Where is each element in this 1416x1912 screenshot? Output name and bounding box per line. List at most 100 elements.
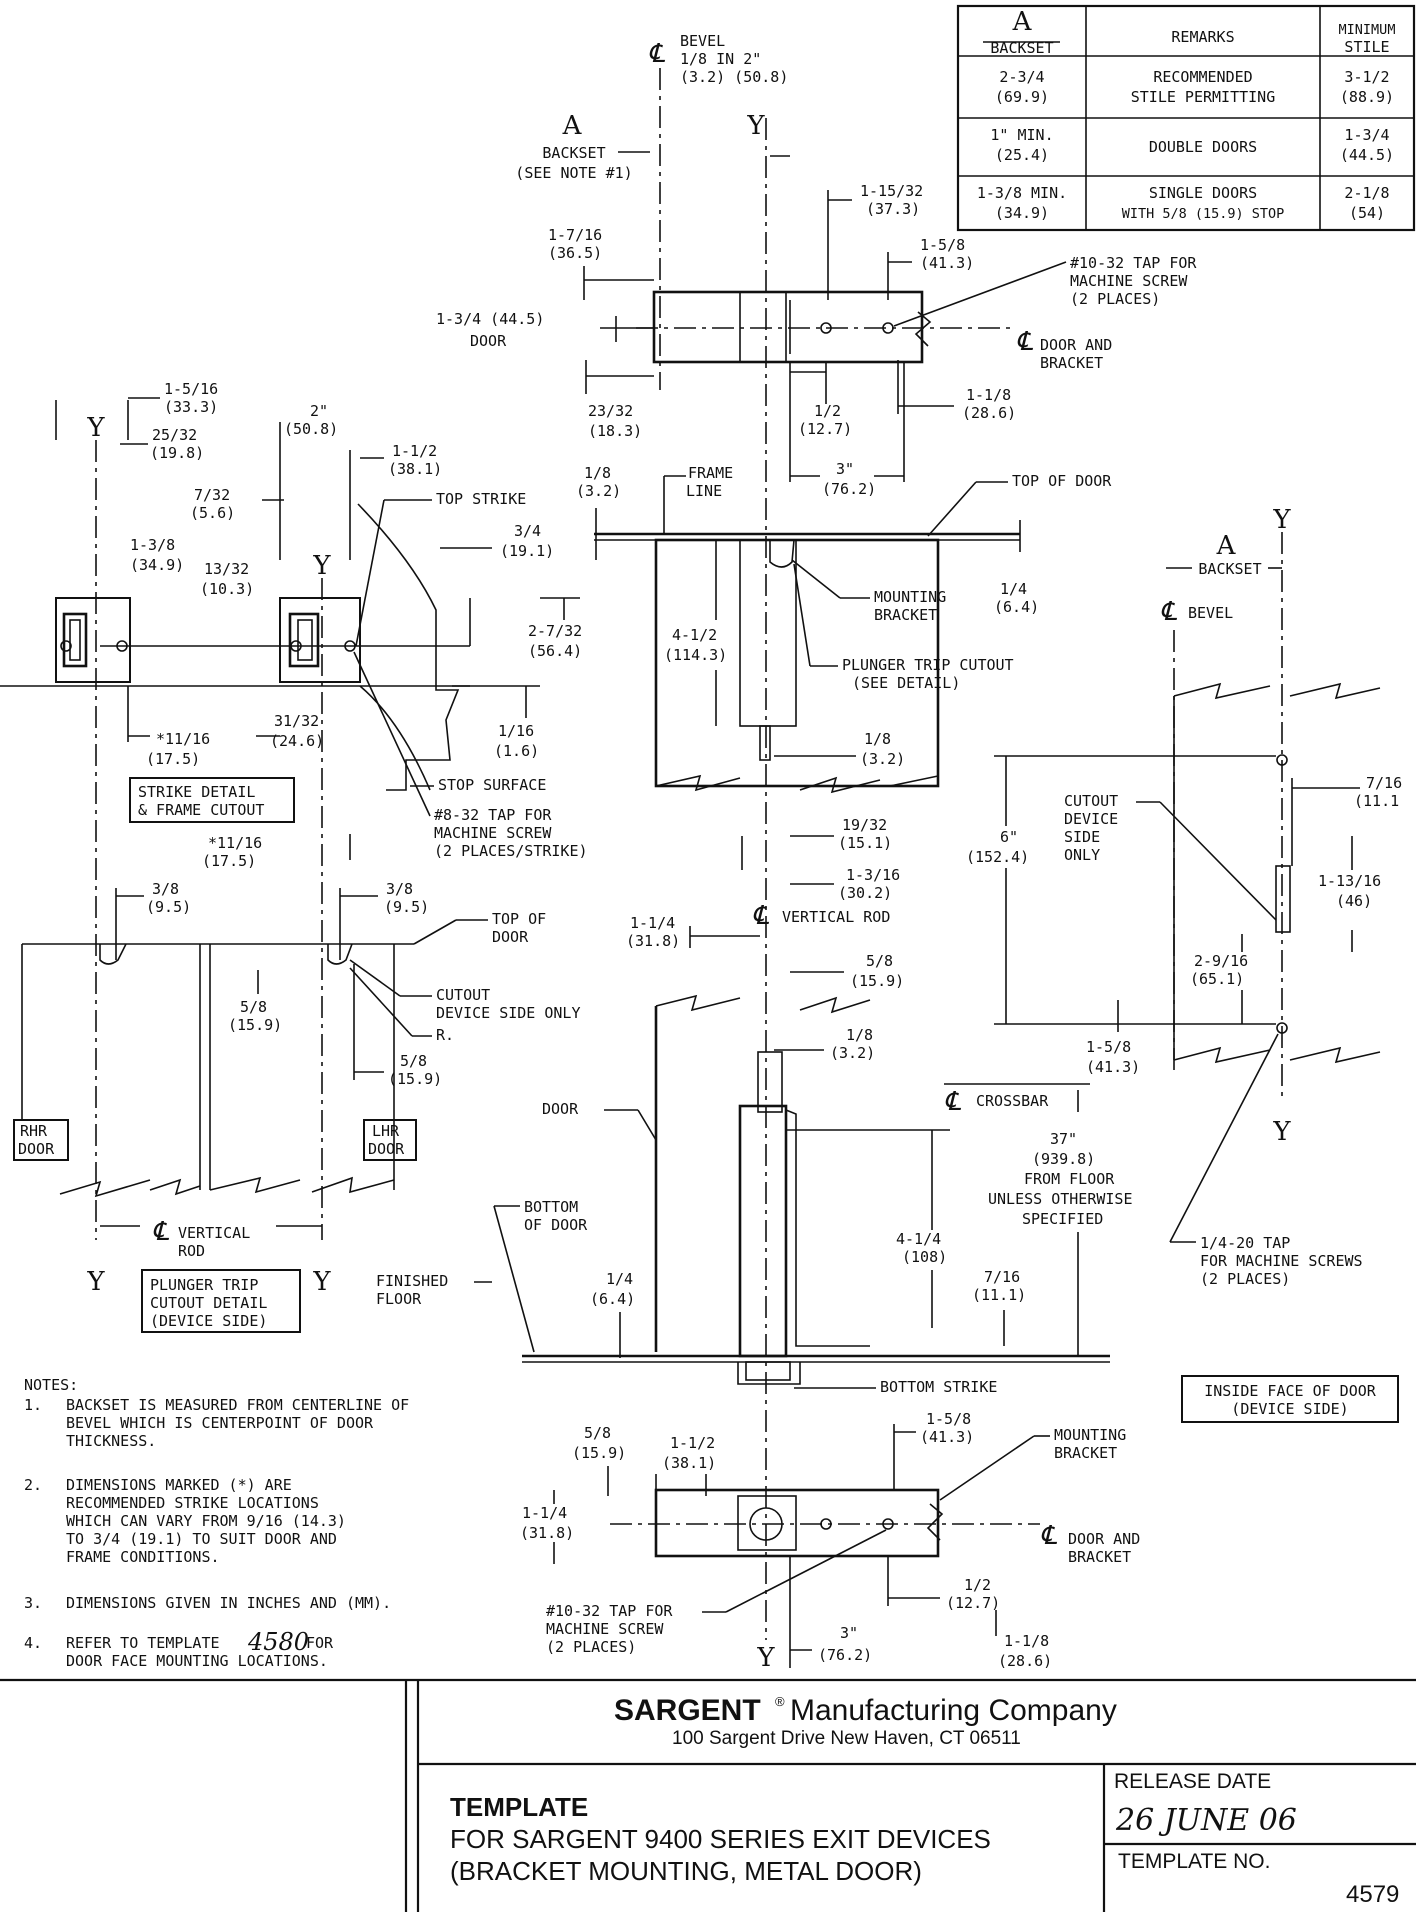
cutout-device-side: CUTOUT (436, 986, 490, 1004)
dim-1-5-8-right: 1-5/8 (1086, 1038, 1131, 1056)
dim-37-from-floor: FROM FLOOR (1024, 1170, 1115, 1188)
dim-3-bottom-mm: (76.2) (818, 1646, 872, 1664)
plunger-y-right: Y (312, 1267, 331, 1297)
vertical-rod-label: VERTICAL (178, 1224, 250, 1242)
dim-1-1-4-center-mm: (31.8) (626, 932, 680, 950)
bottom-bracket-view: 5/8 (15.9) 1-1/2 (38.1) 1-5/8 (41.3) MOU… (520, 1410, 1140, 1673)
dim-1-4-bottom-mm: (6.4) (590, 1290, 635, 1308)
bevel-ratio: 1/8 IN 2" (680, 50, 761, 68)
door-label-center: DOOR (542, 1100, 579, 1118)
table-row-3-backset-mm: (34.9) (995, 204, 1049, 222)
right-view: Y A BACKSET ℄ BEVEL CUTOUT DEVICE SIDE O… (944, 505, 1402, 1423)
dim-1-2-top-mm: (12.7) (798, 420, 852, 438)
dim-11-16-strike-mm: (17.5) (146, 750, 200, 768)
bevel-ratio-mm: (3.2) (50.8) (680, 68, 788, 86)
backset-a-letter: A (562, 111, 583, 141)
dim-5-8-bottom-mm: (15.9) (572, 1444, 626, 1462)
note-3-num: 3. (24, 1594, 42, 1612)
cutout-device-right-4: ONLY (1064, 846, 1100, 864)
dim-3-4-strike-mm: (19.1) (500, 542, 554, 560)
cl-door-bracket-symbol: ℄ (1016, 327, 1034, 357)
dim-2-9-16-mm: (65.1) (1190, 970, 1244, 988)
note-3-line-1: DIMENSIONS GIVEN IN INCHES AND (MM). (66, 1594, 391, 1612)
dim-1-1-4-center: 1-1/4 (630, 914, 675, 932)
cutout-device-side-right: CUTOUT (1064, 792, 1118, 810)
note-4-ref-number: 4580 (247, 1628, 309, 1656)
tap-8-32-screw: MACHINE SCREW (434, 824, 552, 842)
dim-5-8-bottom: 5/8 (584, 1424, 611, 1442)
bottom-bracket-outline (654, 1488, 940, 1558)
tap-1-4-20: 1/4-20 TAP (1200, 1234, 1290, 1252)
dim-4-1-2: 4-1/2 (672, 626, 717, 644)
company-address: 100 Sargent Drive New Haven, CT 06511 (672, 1728, 1021, 1749)
dim-1-8-center: 1/8 (864, 730, 891, 748)
dim-5-8-plunger: 5/8 (240, 998, 267, 1016)
dim-1-5-16: 1-5/16 (164, 380, 218, 398)
dim-1-13-16: 1-13/16 (1318, 872, 1381, 890)
plunger-detail-title-2: CUTOUT DETAIL (150, 1294, 267, 1312)
table-row-2-stile-mm: (44.5) (1340, 146, 1394, 164)
top-bracket-outline (652, 290, 924, 364)
dim-7-16-center-mm: (11.1) (972, 1286, 1026, 1304)
device-side-label: (DEVICE SIDE) (1231, 1400, 1348, 1418)
template-description: FOR SARGENT 9400 SERIES EXIT DEVICES (450, 1824, 991, 1854)
dim-37-specified: SPECIFIED (1022, 1210, 1103, 1228)
dim-1-1-8-bottom-mm: (28.6) (998, 1652, 1052, 1670)
dim-6-right: 6" (1000, 828, 1018, 846)
table-header-a: A (1012, 7, 1033, 37)
y-axis-label-top: Y (746, 111, 765, 141)
tap-10-32-top: #10-32 TAP FOR (1070, 254, 1197, 272)
table-header-remarks: REMARKS (1171, 28, 1234, 46)
dim-5-8-plunger-2: 5/8 (400, 1052, 427, 1070)
dim-19-32-mm: (15.1) (838, 834, 892, 852)
dim-2-9-16: 2-9/16 (1194, 952, 1248, 970)
dim-1-3-16-mm: (30.2) (838, 884, 892, 902)
right-bevel-label: BEVEL (1188, 604, 1233, 622)
door-top-section (654, 538, 940, 788)
note-1-line-1: BACKSET IS MEASURED FROM CENTERLINE OF (66, 1396, 409, 1414)
dim-2-strike-mm: (50.8) (284, 420, 338, 438)
rhr-door-box (13, 1119, 69, 1161)
lhr-door-box (363, 1119, 417, 1161)
dim-1-1-8-top: 1-1/8 (966, 386, 1011, 404)
registered-mark: ® (775, 1694, 785, 1709)
dim-1-5-8-right-mm: (41.3) (1086, 1058, 1140, 1076)
dim-1-15-32: 1-15/32 (860, 182, 923, 200)
table-row-2-stile: 1-3/4 (1344, 126, 1389, 144)
company-name: Manufacturing Company (790, 1694, 1117, 1727)
note-1-line-3: THICKNESS. (66, 1432, 156, 1450)
cutout-device-right-2: DEVICE (1064, 810, 1118, 828)
table-row-3-remarks: SINGLE DOORS (1149, 184, 1257, 202)
vertical-rod-cl-symbol: ℄ (152, 1217, 170, 1247)
dim-door-thickness: 1-3/4 (44.5) (436, 310, 544, 328)
tap-8-32-places: (2 PLACES/STRIKE) (434, 842, 588, 860)
dim-37-mm: (939.8) (1032, 1150, 1095, 1168)
dim-25-32-mm: (19.8) (150, 444, 204, 462)
dim-1-4-bottom: 1/4 (606, 1270, 633, 1288)
radius-label: R. (436, 1026, 454, 1044)
dim-1-2-bottom: 1/2 (964, 1576, 991, 1594)
dim-1-2-bottom-mm: (12.7) (946, 1594, 1000, 1612)
dim-1-8-lower-mm: (3.2) (830, 1044, 875, 1062)
table-header-stile: STILE (1344, 38, 1389, 56)
plunger-y-left: Y (86, 1267, 105, 1297)
inside-face-box (1181, 1375, 1399, 1423)
lhr-label: LHR (372, 1122, 400, 1140)
top-of-door-plunger: TOP OF (492, 910, 546, 928)
template-heading: TEMPLATE (450, 1792, 588, 1822)
mounting-bracket-bottom-2: BRACKET (1054, 1444, 1117, 1462)
cutout-device-side-2: DEVICE SIDE ONLY (436, 1004, 581, 1022)
dim-1-16-mm: (1.6) (494, 742, 539, 760)
dim-1-5-8-top-mm: (41.3) (920, 254, 974, 272)
strike-detail-title-2: & FRAME CUTOUT (138, 801, 264, 819)
notes-heading: NOTES: (24, 1376, 78, 1394)
dim-1-8-center-mm: (3.2) (860, 750, 905, 768)
tap-10-32-bottom-places: (2 PLACES) (546, 1638, 636, 1656)
dim-11-16-plunger-mm: (17.5) (202, 852, 256, 870)
strike-y-mid: Y (312, 551, 331, 581)
note-4-line-2: DOOR FACE MOUNTING LOCATIONS. (66, 1652, 328, 1670)
door-label-top: DOOR (470, 332, 507, 350)
bottom-of-door-label: BOTTOM (524, 1198, 578, 1216)
table-row-1-backset: 2-3/4 (999, 68, 1044, 86)
dim-2-7-32: 2-7/32 (528, 622, 582, 640)
